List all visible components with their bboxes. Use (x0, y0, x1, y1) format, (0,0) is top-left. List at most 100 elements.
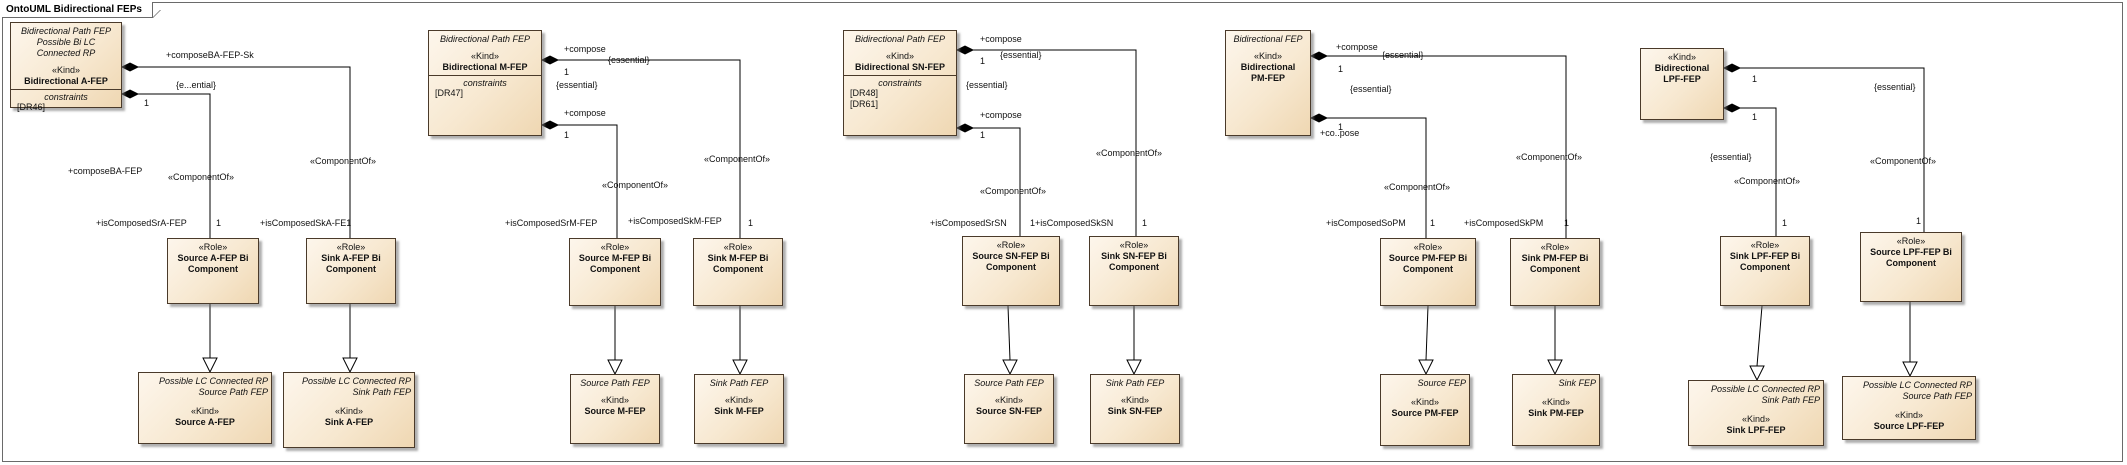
generalization-connector[interactable] (1756, 305, 1763, 367)
class-name: Bidirectional (1240, 62, 1296, 72)
constraints-title: constraints (44, 92, 88, 102)
class-bidirectional-m-fep[interactable]: Bidirectional Path FEP«Kind»Bidirectiona… (428, 30, 542, 136)
class-source-pm-fep[interactable]: Source FEP«Kind»Source PM-FEP (1380, 374, 1470, 446)
class-stereotype: «Role» (1413, 242, 1443, 252)
class-name: Component (590, 264, 640, 274)
class-stereotype: «Kind» (1120, 395, 1150, 405)
composition-diamond (540, 55, 560, 65)
class-parent-label: Source Path FEP (198, 387, 268, 397)
class-sink-pm-fep[interactable]: Sink FEP«Kind»Sink PM-FEP (1512, 374, 1600, 446)
class-name: Component (1886, 258, 1936, 268)
composition-connector[interactable] (1740, 107, 1777, 236)
constraint-label-essential: {essential} (1350, 84, 1392, 94)
class-stereotype: «Role» (1119, 240, 1149, 250)
class-stereotype: «Kind» (1253, 51, 1283, 61)
class-sink-m-fep[interactable]: Sink Path FEP«Kind»Sink M-FEP (694, 374, 784, 444)
composition-connector[interactable] (1327, 55, 1567, 238)
multiplicity-label: 1 (1916, 216, 1922, 226)
class-stereotype: «Kind» (724, 395, 754, 405)
class-source-sn-fep[interactable]: Source Path FEP«Kind»Source SN-FEP (964, 374, 1054, 444)
class-stereotype: «Role» (1750, 240, 1780, 250)
class-name: Sink M-FEP Bi (707, 253, 769, 263)
constraint-label-essential: {essential} (1710, 152, 1752, 162)
constraints-compartment: constraints[DR46] (11, 89, 121, 113)
class-stereotype: «Kind» (994, 395, 1024, 405)
class-name: Component (986, 262, 1036, 272)
constraint-item: [DR48] (850, 88, 879, 98)
class-bidirectional-sn-fep[interactable]: Bidirectional Path FEP«Kind»Bidirectiona… (843, 30, 957, 136)
constraint-item: [DR61] (850, 99, 879, 109)
generalization-connector[interactable] (1007, 305, 1011, 361)
class-name: Component (1530, 264, 1580, 274)
generalization-connector[interactable] (1425, 305, 1429, 361)
class-name: Component (713, 264, 763, 274)
composition-connector[interactable] (1740, 67, 1925, 232)
class-parent-label: Sink FEP (1558, 378, 1596, 388)
generalization-arrowhead (1902, 361, 1918, 378)
multiplicity-label: 1 (980, 130, 986, 140)
class-stereotype: «Kind» (885, 51, 915, 61)
class-stereotype: «Kind» (51, 65, 81, 75)
class-header: Sink Path FEP«Kind»Sink M-FEP (695, 375, 783, 419)
class-stereotype: «Kind» (334, 406, 364, 416)
composition-connector[interactable] (558, 124, 618, 238)
composition-connector[interactable] (1327, 117, 1427, 238)
class-name: PM-FEP (1250, 73, 1285, 83)
class-source-m-fep[interactable]: Source Path FEP«Kind»Source M-FEP (570, 374, 660, 444)
composition-connector[interactable] (973, 127, 1021, 236)
class-stereotype: «Kind» (190, 406, 220, 416)
composition-connector[interactable] (558, 59, 741, 238)
composition-connector[interactable] (973, 49, 1137, 236)
class-name: Source A-FEP Bi (177, 253, 249, 263)
class-stereotype: «Kind» (1741, 414, 1771, 424)
class-name: Source PM-FEP Bi (1388, 253, 1468, 263)
composition-connector[interactable] (138, 66, 351, 238)
constraint-label-essential: {essential} (1000, 50, 1042, 60)
role-label-iscomposed-source-sn: +isComposedSrSN (930, 218, 1007, 228)
class-name: Source PM-FEP (1391, 408, 1459, 418)
class-stereotype: «Kind» (1667, 52, 1697, 62)
stereotype-label-componentof: «ComponentOf» (602, 180, 669, 190)
role-label-iscomposed-sink-sn: 1+isComposedSkSN (1030, 218, 1114, 228)
generalization-arrowhead (1002, 359, 1018, 376)
class-parent-label: Possible Bi LC Connected RP (36, 37, 96, 58)
class-parent-label: Source Path FEP (974, 378, 1044, 388)
class-parent-label: Source Path FEP (1902, 391, 1972, 401)
constraint-label-essential: {essential} (966, 80, 1008, 90)
class-sink-sn-fep[interactable]: Sink Path FEP«Kind»Sink SN-FEP (1090, 374, 1180, 444)
role-label-compose-a: +composeBA-FEP (68, 166, 143, 176)
class-header: Sink FEP«Kind»Sink PM-FEP (1513, 375, 1599, 421)
composition-connector[interactable] (138, 93, 211, 238)
role-label-iscomposed-source-m: +isComposedSrM-FEP (505, 218, 598, 228)
composition-diamond (955, 123, 975, 133)
multiplicity-label: 1 (1782, 218, 1788, 228)
class-header: Bidirectional Path FEP«Kind»Bidirectiona… (844, 31, 956, 75)
